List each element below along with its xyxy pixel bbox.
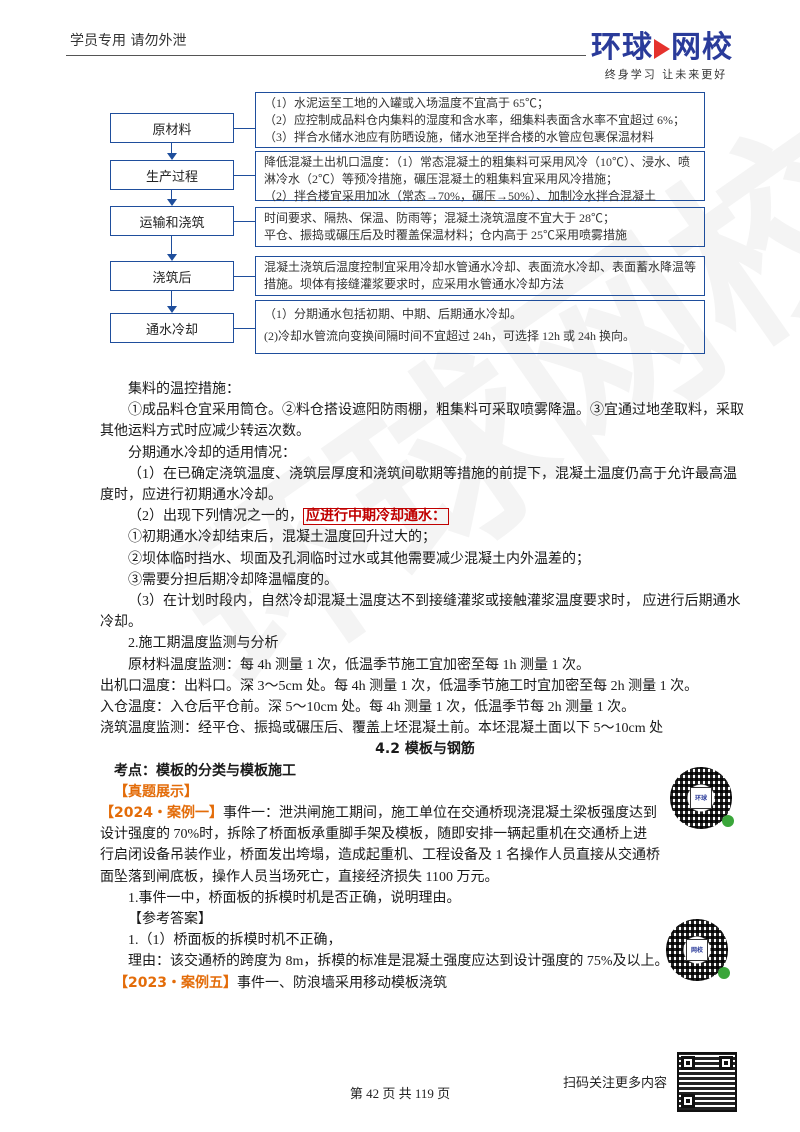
qr-logo: 环球	[690, 787, 712, 809]
scan-prompt: 扫码关注更多内容	[563, 1075, 668, 1090]
zhenti-heading: 【真题展示】	[114, 783, 198, 800]
highlight-box: 应进行中期冷却通水：	[303, 508, 449, 526]
paragraph: 分期通水冷却的适用情况：	[128, 445, 296, 461]
paragraph: （1）在已确定浇筑温度、浇筑层厚度和浇筑间歇期等措施的前提下，混凝土温度仍高于允…	[100, 466, 737, 504]
wechat-badge-icon	[722, 815, 734, 827]
flow-detail-production: 降低混凝土出机口温度：（1）常态混凝土的粗集料可采用风冷（10℃）、浸水、喷淋冷…	[255, 151, 705, 203]
flow-connector	[234, 128, 255, 130]
paragraph: 1.（1）桥面板的拆模时机不正确，	[128, 933, 342, 949]
flow-arrow	[171, 190, 173, 199]
flow-step-transport: 运输和浇筑	[110, 206, 234, 236]
paragraph: 集料的温控措施：	[128, 382, 240, 397]
wechat-badge-icon	[718, 967, 730, 979]
play-icon	[654, 38, 670, 59]
flow-arrow	[171, 236, 173, 254]
flow-connector	[234, 276, 255, 278]
flow-connector	[234, 328, 255, 330]
flow-arrow-head	[167, 306, 177, 313]
paragraph: 出机口温度：出料口。深 3～5cm 处。每 4h 测量 1 次，低温季节施工时宜…	[100, 678, 699, 694]
flow-detail-water-cooling: （1）分期通水包括初期、中期、后期通水冷却。 (2)冷却水管流向变换间隔时间不宜…	[255, 300, 705, 354]
paragraph: 浇筑温度监测：经平仓、振捣或碾压后、覆盖上坯混凝土前。本坯混凝土面以下 5～10…	[100, 721, 664, 737]
flow-connector	[234, 221, 255, 223]
qr-code[interactable]: 网校	[662, 915, 732, 985]
flow-step-raw-material: 原材料	[110, 113, 234, 143]
square-qr-code[interactable]	[677, 1052, 737, 1112]
paragraph: ①成品料仓宜采用筒仓。②料仓搭设遮阳防雨棚，粗集料可采取喷雾降温。③宜通过地垄取…	[100, 403, 744, 440]
flow-arrow-head	[167, 254, 177, 261]
flow-detail-after-pouring: 混凝土浇筑后温度控制宜采用冷却水管通水冷却、表面流水冷却、表面蓄水降温等措施。坝…	[255, 256, 705, 296]
paragraph: 【参考答案】	[128, 912, 212, 928]
header-note: 学员专用 请勿外泄	[70, 33, 187, 49]
flow-arrow	[171, 291, 173, 306]
paragraph: 理由：该交通桥的跨度为 8m，拆模的标准是混凝土强度应达到设计强度的 75%及以…	[128, 954, 669, 970]
brand-logo: 环球网校 终身学习 让未来更好	[591, 32, 741, 82]
flow-arrow-head	[167, 153, 177, 160]
page-number: 第 42 页 共 119 页	[349, 1086, 451, 1101]
section-title: 4.2 模板与钢筋	[375, 741, 475, 758]
flow-step-after-pouring: 浇筑后	[110, 261, 234, 291]
flow-step-production: 生产过程	[110, 160, 234, 190]
main-content: 集料的温控措施： ①成品料仓宜采用筒仓。②料仓搭设遮阳防雨棚，粗集料可采取喷雾降…	[100, 379, 750, 994]
flow-arrow-head	[167, 199, 177, 206]
qr-logo: 网校	[686, 939, 708, 961]
paragraph: 2.施工期温度监测与分析	[128, 636, 279, 652]
paragraph: 入仓温度：入仓后平仓前。深 5～10cm 处。每 4h 测量 1 次，低温季节每…	[100, 700, 636, 716]
logo-slogan: 终身学习 让未来更好	[604, 68, 728, 81]
paragraph: ①初期通水冷却结束后，混凝土温度回升过大的；	[128, 530, 436, 546]
paragraph: （3）在计划时段内，自然冷却混凝土温度达不到接缝灌浆或接触灌浆温度要求时， 应进…	[100, 594, 741, 631]
header-divider	[66, 55, 586, 56]
kaodian-heading: 考点：模板的分类与模板施工	[114, 762, 296, 779]
paragraph: ②坝体临时挡水、坝面及孔洞临时过水或其他需要减少混凝土内外温差的；	[128, 551, 590, 567]
paragraph: ③需要分担后期冷却降温幅度的。	[128, 572, 338, 588]
paragraph: 【2024・案例一】事件一：泄洪闸施工期间，施工单位在交通桥现浇混凝土梁板强度达…	[100, 805, 660, 885]
flow-step-water-cooling: 通水冷却	[110, 313, 234, 343]
paragraph: 原材料温度监测：每 4h 测量 1 次，低温季节施工宜加密至每 1h 测量 1 …	[128, 657, 590, 673]
paragraph: （2）出现下列情况之一的，应进行中期冷却通水：	[100, 506, 750, 527]
flow-arrow	[171, 143, 173, 153]
flow-detail-raw-material: （1）水泥运至工地的入罐或入场温度不宜高于 65℃； （2）应控制成品料仓内集料…	[255, 92, 705, 148]
qr-code[interactable]: 环球	[666, 763, 736, 833]
paragraph: 1.事件一中，桥面板的拆模时机是否正确，说明理由。	[128, 890, 461, 906]
flow-detail-transport: 时间要求、隔热、保温、防雨等；混凝土浇筑温度不宜大于 28℃； 平仓、振捣或碾压…	[255, 207, 705, 247]
paragraph: 【2023・案例五】事件一、防浪墙采用移动模板浇筑	[114, 974, 447, 991]
flow-connector	[234, 175, 255, 177]
